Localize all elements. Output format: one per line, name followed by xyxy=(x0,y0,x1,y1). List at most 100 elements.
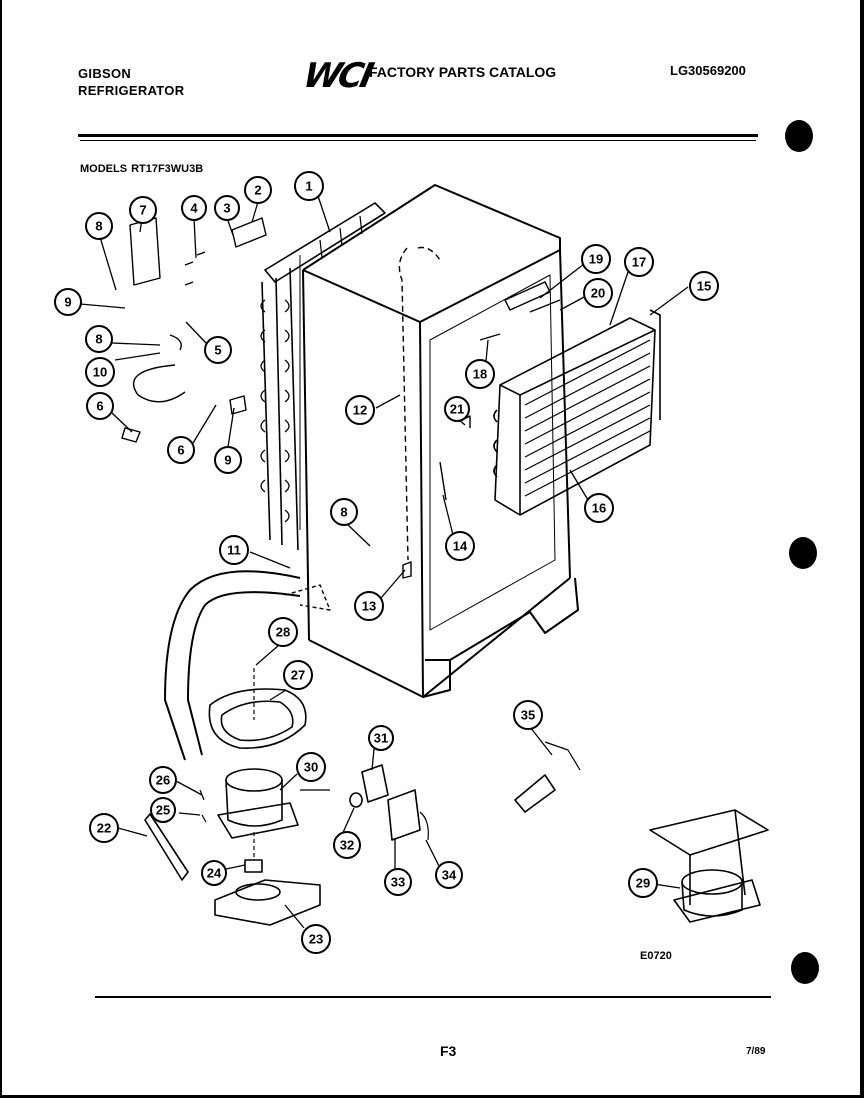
base-bracket xyxy=(144,813,189,881)
svg-text:2: 2 xyxy=(254,183,261,198)
callout-2: 2 xyxy=(244,176,272,204)
callout-20: 20 xyxy=(583,278,613,308)
callout-8-cabinet: 8 xyxy=(330,498,358,526)
binder-hole-top xyxy=(785,120,813,152)
svg-text:7: 7 xyxy=(139,203,146,218)
binder-hole-bottom xyxy=(791,952,819,984)
callout-11: 11 xyxy=(219,535,249,565)
left-border xyxy=(0,0,2,1098)
svg-text:6: 6 xyxy=(177,443,184,458)
svg-text:8: 8 xyxy=(95,332,102,347)
callout-32: 32 xyxy=(333,831,361,859)
svg-text:16: 16 xyxy=(592,501,606,516)
svg-text:10: 10 xyxy=(93,365,107,380)
svg-text:9: 9 xyxy=(224,453,231,468)
header-rule-thin xyxy=(80,140,756,141)
brand-name: GIBSON xyxy=(78,66,132,81)
right-border xyxy=(860,0,864,1098)
header-rule-thick xyxy=(78,134,758,137)
callout-19: 19 xyxy=(581,244,611,274)
svg-text:14: 14 xyxy=(453,539,468,554)
svg-text:13: 13 xyxy=(362,599,376,614)
svg-text:24: 24 xyxy=(207,866,222,881)
svg-text:30: 30 xyxy=(304,760,318,775)
svg-text:29: 29 xyxy=(636,876,650,891)
callout-24: 24 xyxy=(201,860,227,886)
page-number: F3 xyxy=(440,1043,457,1059)
binder-hole-middle xyxy=(789,537,817,569)
callout-10: 10 xyxy=(85,357,115,387)
callout-12: 12 xyxy=(345,395,375,425)
models-label: MODELS xyxy=(80,163,128,175)
svg-text:31: 31 xyxy=(374,731,388,746)
callout-34: 34 xyxy=(435,861,463,889)
svg-text:8: 8 xyxy=(340,505,347,520)
svg-text:28: 28 xyxy=(276,625,290,640)
callout-9-left: 9 xyxy=(54,288,82,316)
svg-text:25: 25 xyxy=(156,803,170,818)
catalog-title: FACTORY PARTS CATALOG xyxy=(369,64,557,80)
callout-16: 16 xyxy=(584,493,614,523)
callout-26: 26 xyxy=(149,766,177,794)
svg-text:26: 26 xyxy=(156,773,170,788)
callout-1: 1 xyxy=(294,171,324,201)
svg-text:23: 23 xyxy=(309,932,323,947)
callout-9-right: 9 xyxy=(214,446,242,474)
callout-35: 35 xyxy=(513,700,543,730)
svg-text:27: 27 xyxy=(291,668,305,683)
catalog-number: LG30569200 xyxy=(670,63,746,78)
callout-14: 14 xyxy=(445,531,475,561)
drain-pan xyxy=(208,668,307,749)
product-type: REFRIGERATOR xyxy=(78,83,185,98)
callout-22: 22 xyxy=(89,813,119,843)
bottom-border xyxy=(0,1095,864,1098)
svg-text:9: 9 xyxy=(64,295,71,310)
svg-text:12: 12 xyxy=(353,403,367,418)
callout-4: 4 xyxy=(181,195,207,221)
callout-8-top: 8 xyxy=(85,212,113,240)
callout-3: 3 xyxy=(214,195,240,221)
svg-text:21: 21 xyxy=(450,402,464,417)
callout-25: 25 xyxy=(150,797,176,823)
refrigerator-cabinet xyxy=(302,184,579,698)
svg-text:4: 4 xyxy=(190,201,198,216)
svg-text:1: 1 xyxy=(305,179,312,194)
svg-text:34: 34 xyxy=(442,868,457,883)
callout-17: 17 xyxy=(624,247,654,277)
callouts: 1 2 3 4 5 6 6 7 8 8 8 8 9 9 10 11 12 13 … xyxy=(54,171,719,954)
evaporator-coil xyxy=(493,309,661,516)
condenser-coil xyxy=(260,202,386,551)
svg-text:15: 15 xyxy=(697,279,711,294)
callout-23: 23 xyxy=(301,924,331,954)
callout-31: 31 xyxy=(368,725,394,751)
svg-text:19: 19 xyxy=(589,252,603,267)
svg-text:11: 11 xyxy=(227,543,241,558)
callout-8-mid: 8 xyxy=(85,325,113,353)
svg-text:35: 35 xyxy=(521,708,535,723)
svg-text:22: 22 xyxy=(97,821,111,836)
diagram-code: E0720 xyxy=(640,950,672,962)
svg-text:5: 5 xyxy=(214,343,221,358)
callout-30: 30 xyxy=(296,752,326,782)
callout-33: 33 xyxy=(384,868,412,896)
callout-15: 15 xyxy=(689,271,719,301)
callout-18: 18 xyxy=(465,359,495,389)
compressor xyxy=(199,768,299,860)
revision-date: 7/89 xyxy=(746,1046,766,1057)
callout-6-left: 6 xyxy=(86,392,114,420)
callout-29: 29 xyxy=(628,868,658,898)
compressor-mount xyxy=(214,859,321,926)
callout-28: 28 xyxy=(268,617,298,647)
svg-text:20: 20 xyxy=(591,286,605,301)
model-number: RT17F3WU3B xyxy=(131,163,204,175)
svg-text:3: 3 xyxy=(223,201,230,216)
defrost-heater xyxy=(514,741,581,813)
callout-7: 7 xyxy=(129,196,157,224)
replacement-compressor xyxy=(649,809,769,923)
callout-27: 27 xyxy=(283,660,313,690)
svg-text:6: 6 xyxy=(96,399,103,414)
callout-5: 5 xyxy=(204,336,232,364)
leader-lines xyxy=(79,195,689,929)
